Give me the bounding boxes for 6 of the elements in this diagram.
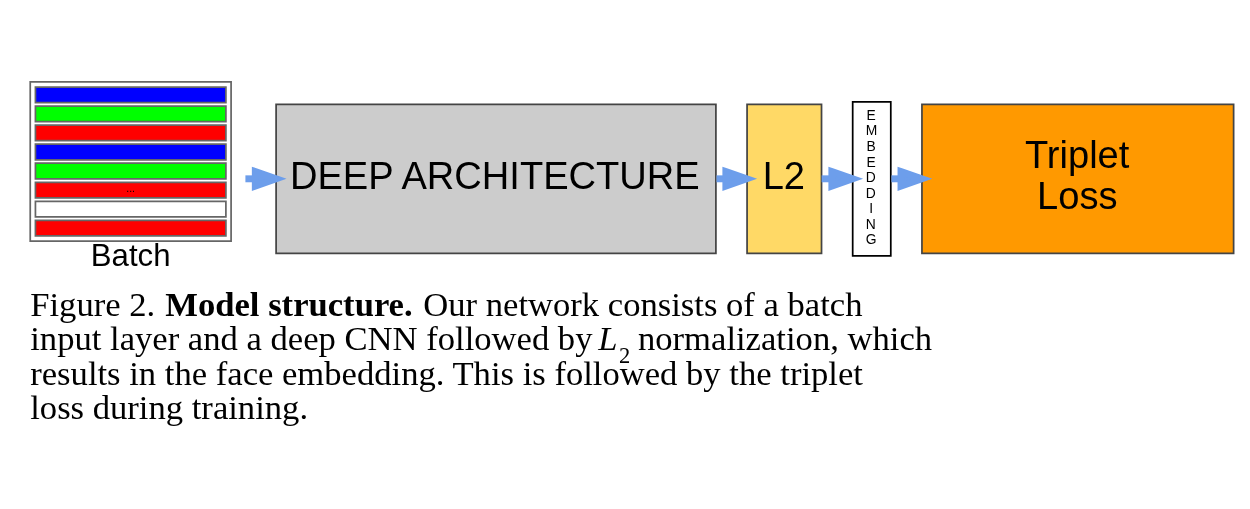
node-box: DEEP ARCHITECTURE [275, 103, 717, 254]
node-box: Triplet Loss [921, 103, 1235, 254]
node-box: EMBEDDING [851, 100, 892, 257]
node-box: L2 [746, 103, 823, 254]
caption: Figure 2. Model structure. Our network consists of a batch input layer and a deep CNN followed by L$_{2}$ normalization, which results in the face embedding. This is followed by the triplet loss during training. [30, 284, 933, 426]
node-box: ... [29, 80, 232, 242]
